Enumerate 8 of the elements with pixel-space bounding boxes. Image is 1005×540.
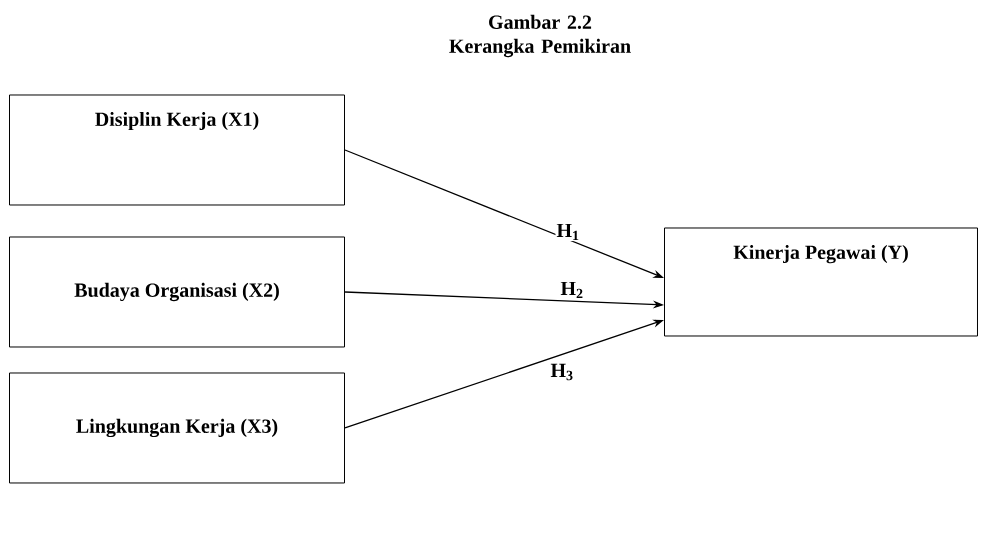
variable-box: Lingkungan Kerja (X3) bbox=[9, 372, 345, 484]
variable-box: Budaya Organisasi (X2) bbox=[9, 236, 345, 348]
figure-title: Gambar 2.2 Kerangka Pemikiran bbox=[449, 14, 631, 58]
edge-label: H$_{3}$ bbox=[549, 362, 575, 382]
edge-label: H$_{1}$ bbox=[555, 222, 581, 242]
edge-label: H$_{2}$ bbox=[559, 280, 585, 300]
variable-box: Disiplin Kerja (X1) bbox=[9, 94, 345, 206]
variable-box: Kinerja Pegawai (Y) bbox=[664, 227, 978, 337]
